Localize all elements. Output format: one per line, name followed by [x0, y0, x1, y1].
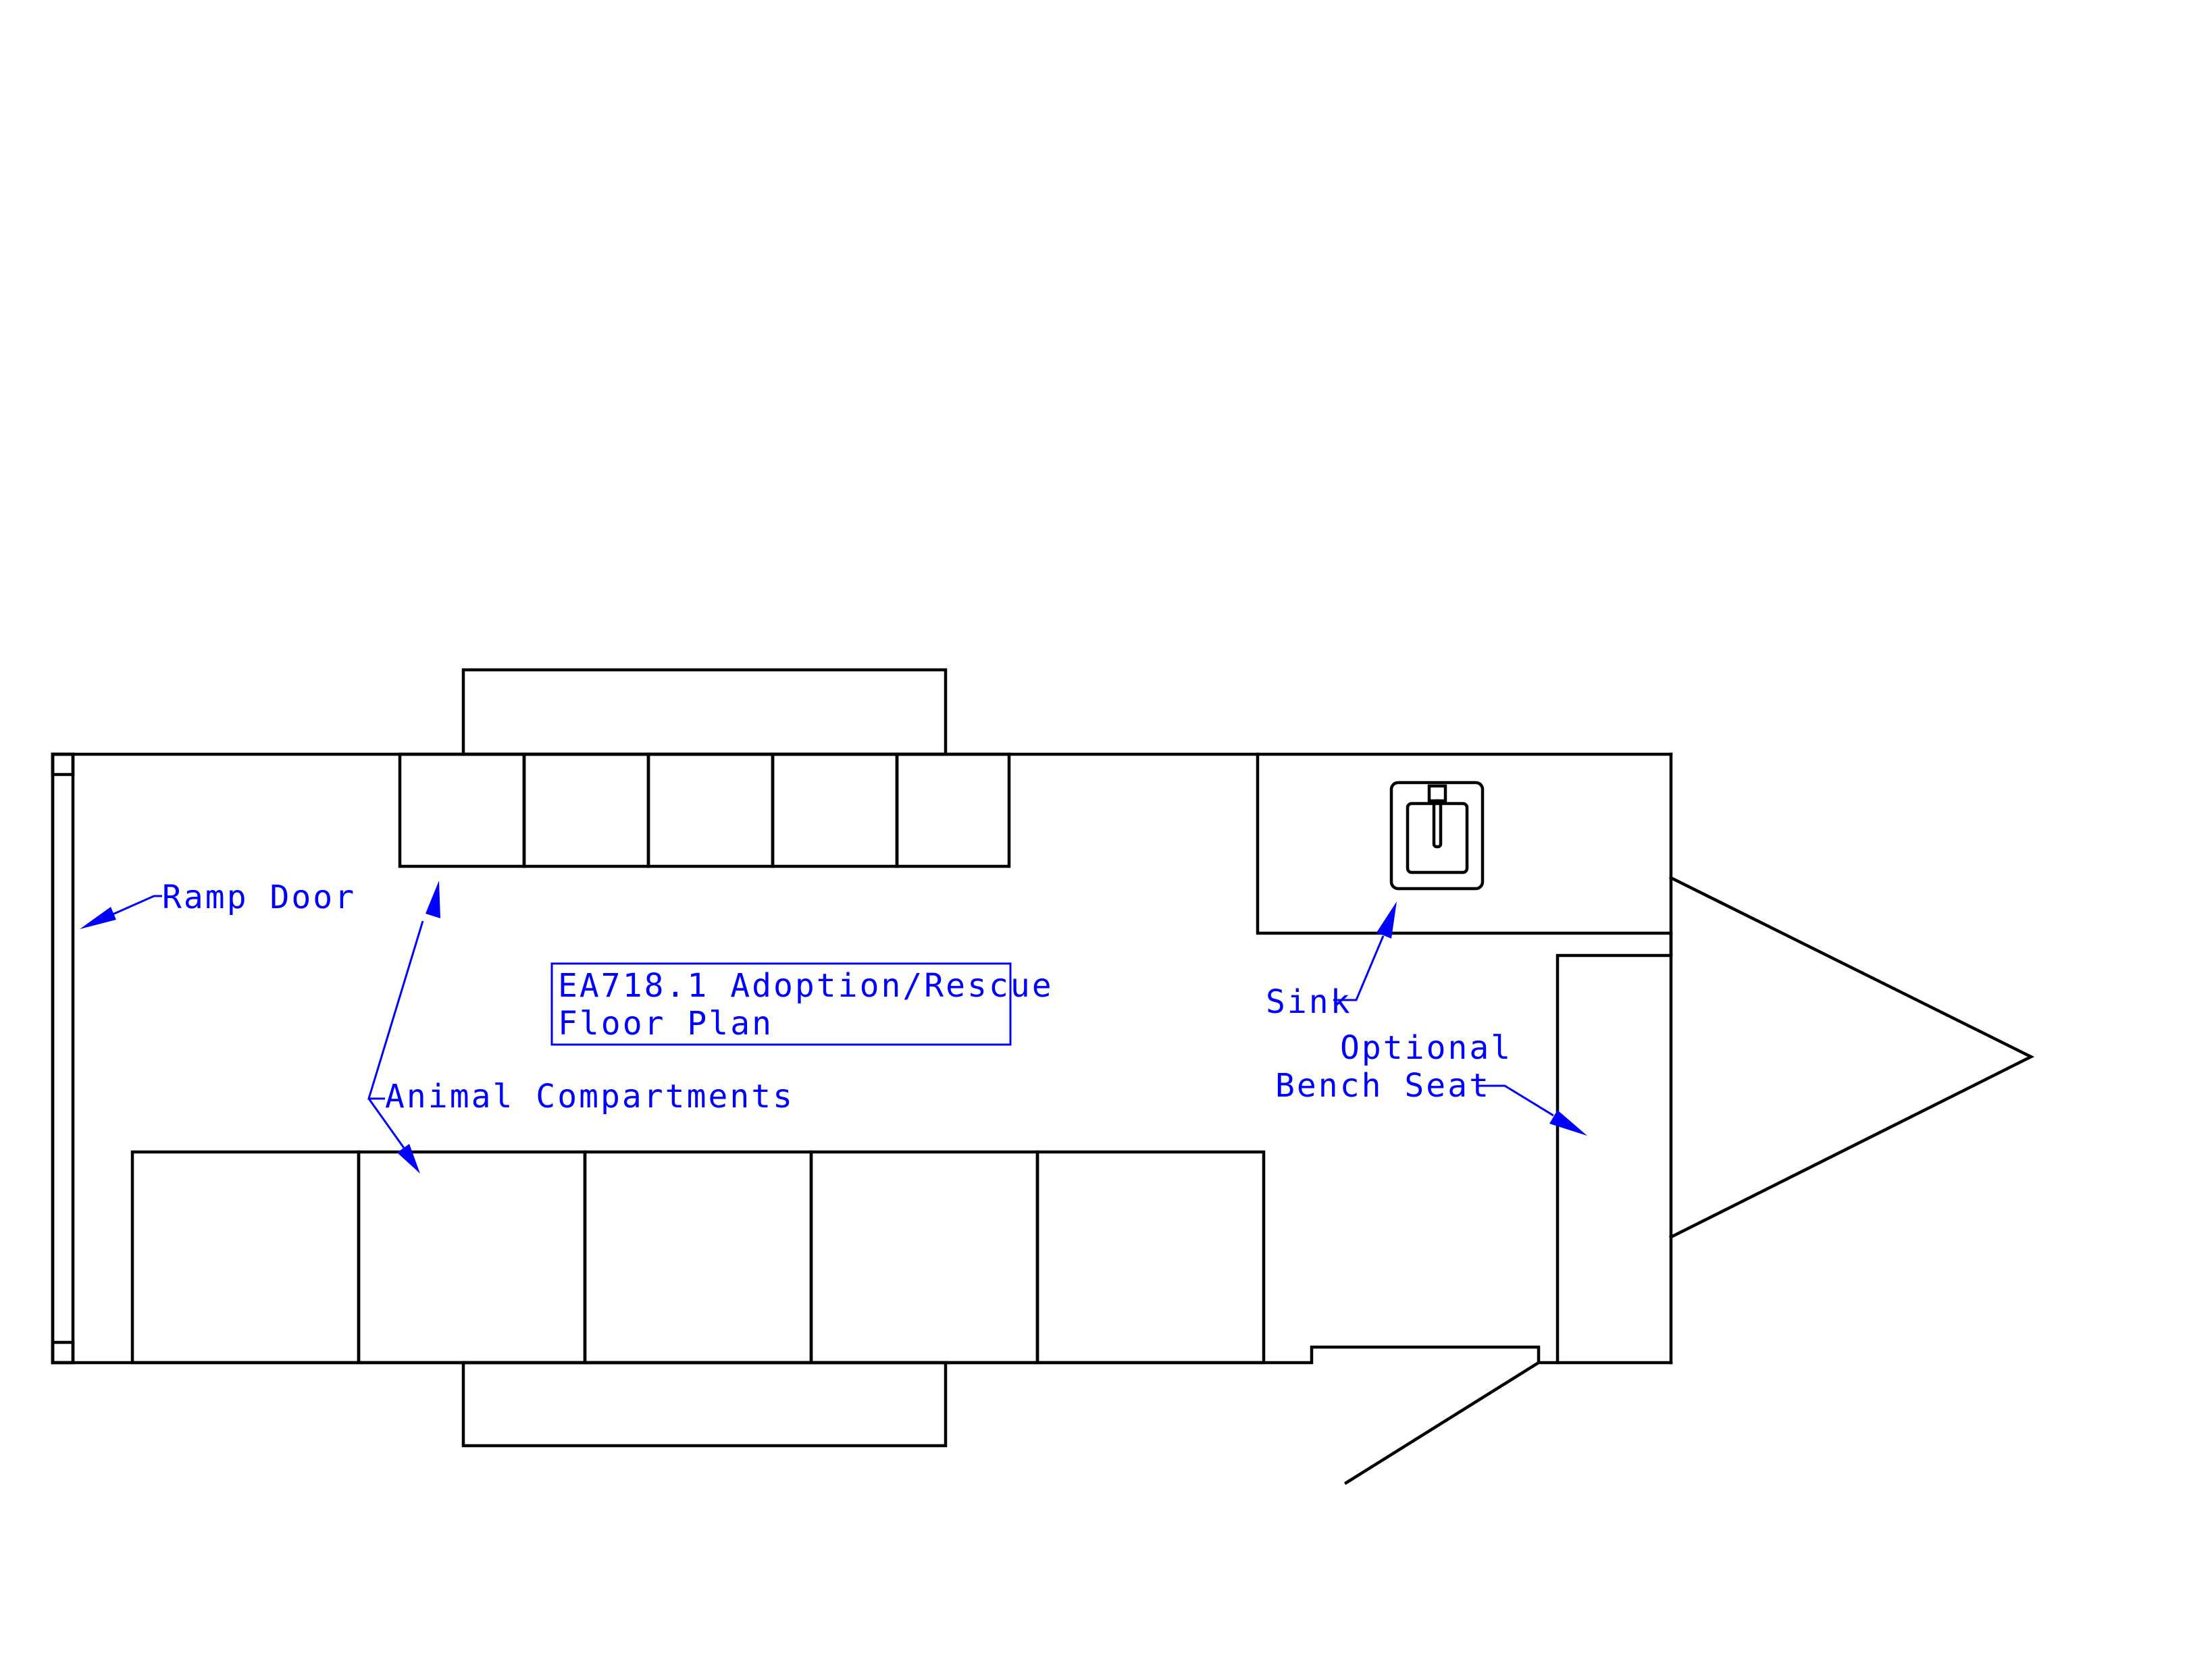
upper-compartments	[398, 752, 1011, 868]
bench-seat-outline	[1555, 953, 1673, 1365]
sink-callout: Sink	[1266, 901, 1397, 1021]
sink-leader	[1333, 935, 1385, 1001]
animal-compartments-callout: Animal Compartments	[367, 881, 794, 1174]
animal-compartments-leader-down	[367, 1098, 405, 1149]
sink-counter	[1256, 752, 1673, 935]
title-box	[550, 962, 1012, 1046]
ramp-door-hinge-bottom	[51, 1340, 75, 1365]
sink-basin-inner	[1406, 802, 1469, 874]
top-slide-out	[461, 668, 948, 756]
bench-seat-arrow-icon	[1549, 1110, 1587, 1136]
animal-compartments-arrow-up-icon	[426, 881, 440, 918]
lower-compartment-2	[357, 1150, 587, 1365]
sink-faucet-base	[1427, 784, 1447, 803]
bench-seat-callout: Optional Bench Seat	[1275, 1029, 1587, 1136]
lower-compartment-1	[130, 1150, 361, 1365]
ramp-door-hinge-top	[51, 752, 75, 777]
animal-compartments-arrow-down-icon	[397, 1144, 420, 1174]
title-block: EA718.1 Adoption/Rescue Floor Plan	[550, 962, 1054, 1046]
ramp-door-callout: Ramp Door	[80, 878, 356, 929]
lower-compartment-4	[809, 1150, 1039, 1365]
bottom-slide-out	[461, 1361, 948, 1448]
ramp-door-label: Ramp Door	[162, 878, 356, 916]
upper-compartment-4	[771, 752, 899, 868]
upper-compartment-3	[646, 752, 775, 868]
entry-door	[1343, 1360, 1541, 1486]
sink-arrow-icon	[1376, 901, 1397, 939]
ramp-door-leader	[106, 895, 162, 918]
body-bottom-wall	[51, 1345, 1673, 1365]
sink-label: Sink	[1266, 983, 1352, 1021]
lower-compartment-5	[1035, 1150, 1266, 1365]
optional-label: Optional	[1340, 1029, 1512, 1067]
ramp-door-arrow-icon	[80, 907, 116, 929]
animal-compartments-label: Animal Compartments	[385, 1078, 794, 1115]
trailer-tongue	[1668, 875, 2035, 1240]
ramp-door-panel	[51, 752, 75, 1365]
title-line-1: EA718.1 Adoption/Rescue	[558, 967, 1054, 1005]
upper-compartment-2	[522, 752, 650, 868]
bench-seat-leader	[1476, 1084, 1554, 1117]
lower-compartments	[130, 1150, 1266, 1365]
ramp-door	[51, 752, 75, 1365]
animal-compartments-leader-up	[367, 920, 424, 1100]
bench-seat	[1555, 931, 1673, 1365]
bench-seat-label: Bench Seat	[1275, 1067, 1491, 1105]
title-line-2: Floor Plan	[558, 1005, 773, 1043]
sink-basin-outer	[1389, 781, 1485, 891]
sink-faucet-spout	[1432, 799, 1443, 849]
upper-compartment-5	[895, 752, 1011, 868]
sink-counter-outline	[1256, 752, 1673, 935]
upper-compartment-1	[398, 752, 526, 868]
lower-compartment-3	[583, 1150, 813, 1365]
